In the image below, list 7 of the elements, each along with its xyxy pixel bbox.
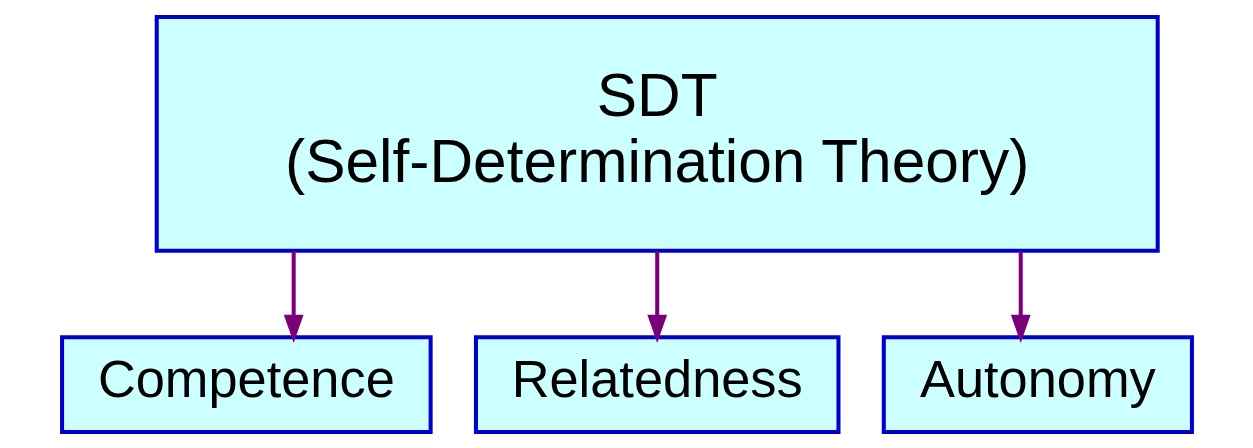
node-box: Autonomy bbox=[881, 334, 1194, 434]
arrow bbox=[646, 250, 667, 343]
arrow bbox=[1010, 250, 1031, 343]
node-box: SDT (Self-Determination Theory) bbox=[154, 14, 1160, 253]
node-box: Competence bbox=[59, 334, 433, 434]
node-box: Relatedness bbox=[473, 334, 840, 434]
arrow bbox=[283, 250, 304, 343]
